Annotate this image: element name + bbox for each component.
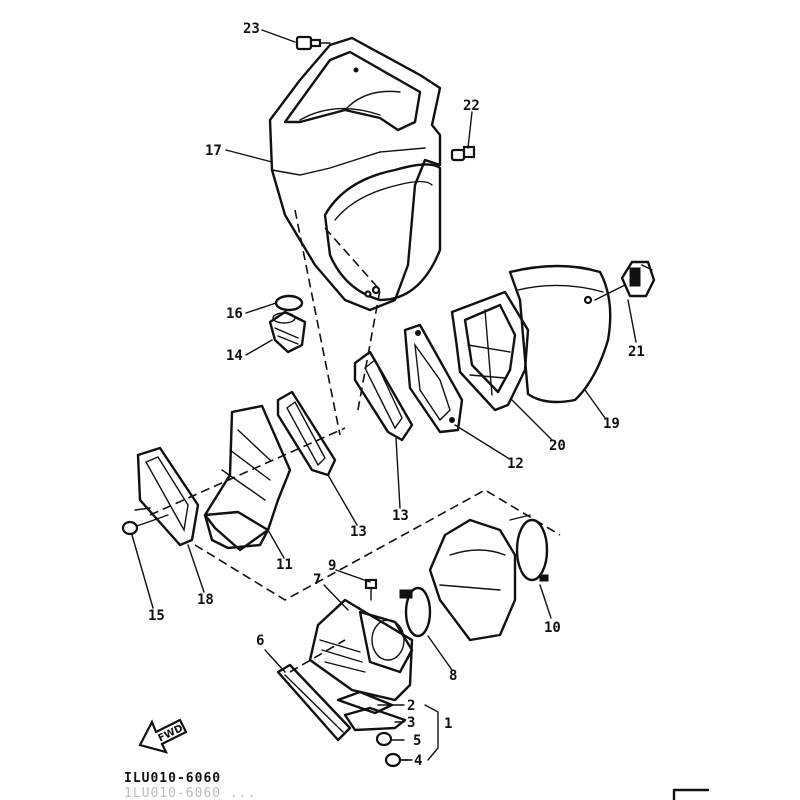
callout-6: 6: [256, 633, 264, 649]
washer-part-5: [375, 731, 393, 747]
drawing-code-faint: 1LU010-6060 ...: [124, 786, 256, 800]
callout-13a: 13: [392, 508, 409, 524]
air-filter-element-part-19: [508, 264, 612, 404]
callout-21: 21: [628, 344, 645, 360]
dash-line-5: [289, 639, 346, 673]
callout-12: 12: [507, 456, 524, 472]
callout-10: 10: [544, 620, 561, 636]
dash-line-1: [294, 209, 341, 436]
callout-19: 19: [603, 416, 620, 432]
carburetor-body: [428, 518, 517, 642]
element-guide-part-20: [450, 290, 530, 412]
joint-part-14: [268, 310, 307, 354]
callout-9: 9: [328, 558, 336, 574]
callout-18: 18: [197, 592, 214, 608]
gasket-part-18: [134, 446, 200, 547]
reed-stopper-part-3: [343, 706, 407, 732]
wing-bolt-part-21: [594, 260, 656, 301]
callout-4: 4: [414, 753, 422, 769]
callout-1: 1: [444, 716, 452, 732]
dash-line-2: [324, 227, 381, 416]
callout-22: 22: [463, 98, 480, 114]
nut-part-15: [121, 514, 169, 536]
callout-11: 11: [276, 557, 293, 573]
callout-5: 5: [413, 733, 421, 749]
reed-valve-assembly-part-7: [308, 598, 414, 702]
bolt-part-23: [295, 35, 331, 51]
carburetor-joint-part-11: [203, 404, 292, 552]
callout-3: 3: [407, 715, 415, 731]
screw-part-9: [364, 578, 378, 601]
drawing-code: ILU010-6060: [124, 771, 221, 786]
gasket-part-6: [276, 663, 352, 742]
callout-17: 17: [205, 143, 222, 159]
gasket-part-13a: [353, 350, 414, 442]
callout-15: 15: [148, 608, 165, 624]
leader-lines: [131, 29, 637, 761]
callout-16: 16: [226, 306, 243, 322]
clamp-part-8: [399, 586, 432, 638]
callout-13b: 13: [350, 524, 367, 540]
plate-part-12: [403, 323, 464, 434]
callout-23: 23: [243, 21, 260, 37]
callout-14: 14: [226, 348, 243, 364]
dash-line-3: [149, 427, 346, 516]
gasket-part-13a-inner: [364, 358, 403, 430]
corner-frame-fragment: [672, 788, 710, 800]
air-box-part-17: [268, 36, 442, 312]
callout-7: 7: [313, 572, 321, 588]
o-ring-part-16: [274, 294, 304, 312]
forward-arrow-icon: FWD: [138, 718, 188, 754]
gasket-part-13b-inner: [286, 400, 326, 467]
callout-20: 20: [549, 438, 566, 454]
callout-2: 2: [407, 698, 415, 714]
bolt-part-22: [450, 145, 476, 162]
callout-8: 8: [449, 668, 457, 684]
callouts: 23 22 17 16 14 21 19 20 12 13 13 11 18 1…: [148, 21, 645, 769]
